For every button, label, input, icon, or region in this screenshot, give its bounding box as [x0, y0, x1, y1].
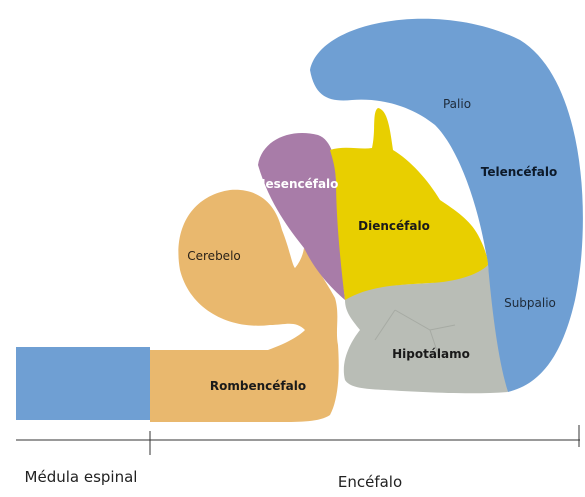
medula-espinal-label: Médula espinal	[25, 468, 138, 486]
diencefalo-label: Diencéfalo	[358, 219, 430, 233]
mesencefalo-region	[258, 133, 345, 300]
hipotalamo-texture	[374, 309, 456, 361]
hipotalamo-region	[343, 265, 508, 394]
hipotalamo-label: Hipotálamo	[392, 347, 470, 361]
telencefalo-region	[310, 18, 583, 392]
mesencefalo-label: Mesencéfalo	[254, 177, 339, 191]
subpalio-label: Subpalio	[504, 296, 556, 310]
encefalo-label: Encéfalo	[338, 473, 402, 491]
diencefalo-region	[330, 108, 488, 300]
medula-region	[16, 347, 150, 420]
bottom-axis	[16, 425, 580, 455]
rombencefalo-region	[150, 189, 339, 422]
palio-label: Palio	[443, 97, 471, 111]
rombencefalo-label: Rombencéfalo	[210, 379, 306, 393]
cerebelo-label: Cerebelo	[187, 249, 241, 263]
telencefalo-label: Telencéfalo	[481, 165, 557, 179]
